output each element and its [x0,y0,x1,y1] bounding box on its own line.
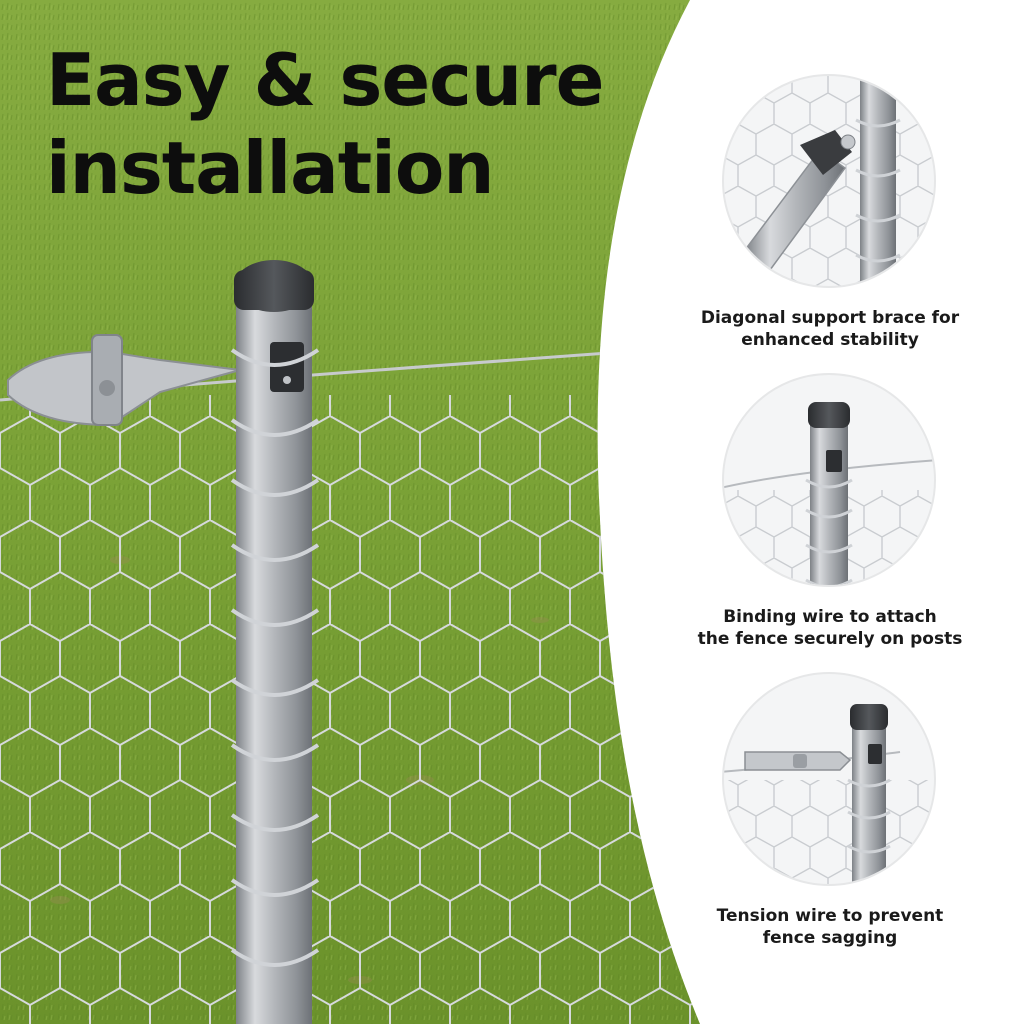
binding-wire-detail-image [722,373,936,587]
feature-caption-tension-wire: Tension wire to prevent fence sagging [660,905,1000,949]
feature-caption-line: fence sagging [762,928,898,948]
fence-post-icon [234,260,314,1024]
headline-line-1: Easy & secure [46,38,604,122]
feature-caption-support-brace: Diagonal support brace for enhanced stab… [660,307,1000,351]
wire-tensioner-icon [7,334,241,427]
feature-caption-line: the fence securely on posts [697,629,963,649]
feature-caption-line: enhanced stability [741,330,919,350]
feature-caption-line: Binding wire to attach [723,607,937,627]
binding-wire-spiral [230,348,320,967]
headline: Easy & secure installation [46,36,606,212]
feature-caption-line: Diagonal support brace for [700,308,960,328]
feature-caption-line: Tension wire to prevent [716,906,944,926]
tension-wire-detail-image [722,672,936,886]
headline-line-2: installation [46,126,495,210]
chicken-wire-mesh [0,395,700,1024]
feature-caption-binding-wire: Binding wire to attach the fence securel… [660,606,1000,650]
support-brace-detail-image [722,74,936,288]
grass-background [0,0,700,1024]
